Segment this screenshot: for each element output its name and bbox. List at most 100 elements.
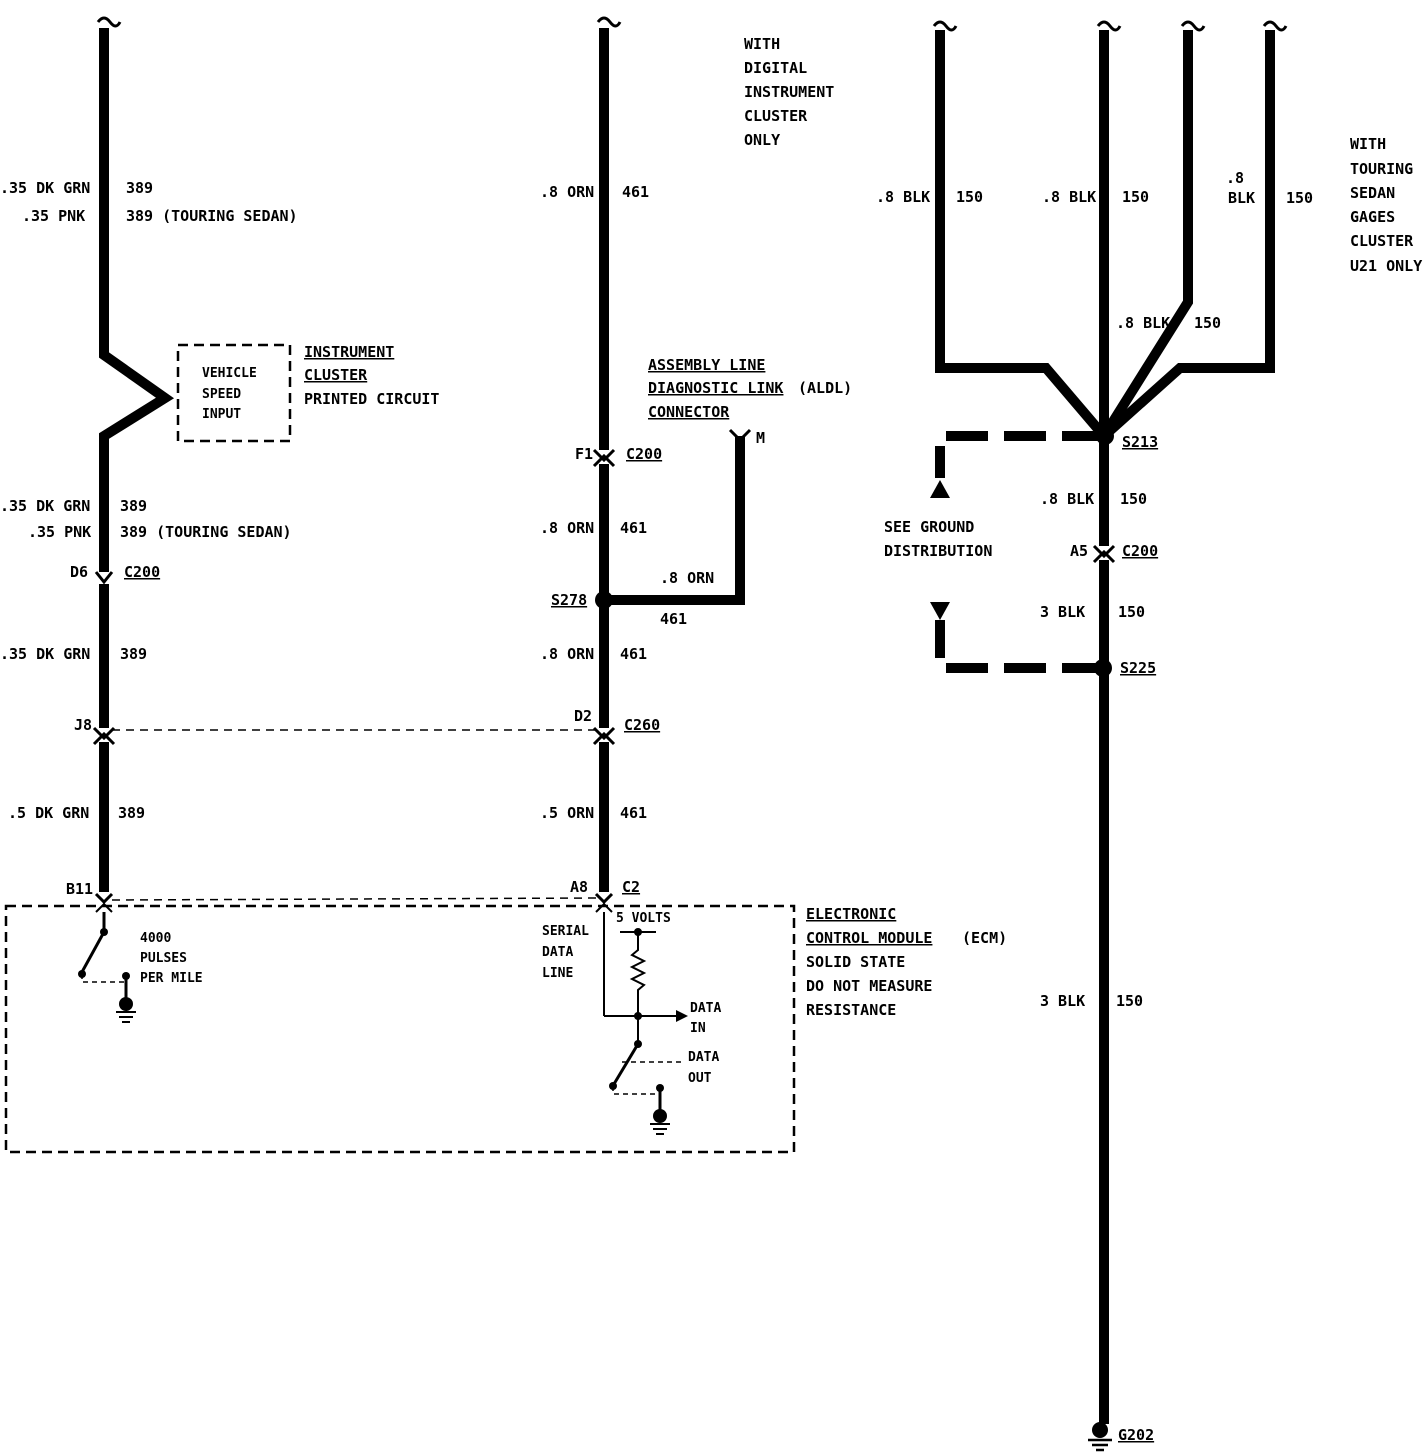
note-touring-gages: U21 ONLY <box>1350 257 1422 275</box>
pulses-label-2: PULSES <box>140 951 187 966</box>
wire-gauge-label: .35 DK GRN <box>0 645 90 663</box>
data-out-label-2: OUT <box>688 1071 712 1086</box>
connector-c260-middle-icon <box>592 726 616 741</box>
aldl-connector-icon <box>728 428 752 443</box>
connector-c2-icon <box>594 892 614 905</box>
wire-gauge-label: .35 PNK <box>22 207 85 225</box>
splice-s278-icon <box>595 591 613 609</box>
wire-gauge-label: .35 DK GRN <box>0 497 90 515</box>
splice-s213-icon <box>1096 427 1114 445</box>
splice-label: S225 <box>1120 659 1156 677</box>
wire-gauge-label: .8 BLK <box>1116 314 1170 332</box>
wire-break-icon <box>932 20 958 32</box>
wire-circuit-label: 389 (TOURING SEDAN) <box>126 207 298 225</box>
connector-label: C200 <box>1122 542 1158 560</box>
connector-pin-label: D2 <box>574 707 592 725</box>
ecm-label-1: ELECTRONIC <box>806 905 896 923</box>
note-digital-cluster: WITH <box>744 35 780 53</box>
vehicle-speed-input-box <box>176 343 292 443</box>
wire-break-icon <box>96 16 122 28</box>
wire-circuit-label: 150 <box>956 188 983 206</box>
wire-gauge-label: .8 ORN <box>540 183 594 201</box>
note-touring-gages: CLUSTER <box>1350 232 1414 250</box>
aldl-label-3: (ALDL) <box>798 379 852 397</box>
wire-gauge-label: .8 ORN <box>540 645 594 663</box>
wire-circuit-label: 461 <box>620 804 647 822</box>
wire-gauge-label: .8 <box>1226 169 1244 187</box>
wire-circuit-label: 461 <box>620 519 647 537</box>
instrument-cluster-label-2: CLUSTER <box>304 366 368 384</box>
connector-pin-label: F1 <box>575 445 593 463</box>
five-volts-label: 5 VOLTS <box>616 911 671 926</box>
serial-data-label-3: LINE <box>542 966 573 981</box>
wire-gauge-label: .8 BLK <box>1042 188 1096 206</box>
connector-label: C200 <box>626 445 662 463</box>
data-in-label-2: IN <box>690 1021 706 1036</box>
wire-circuit-label: 389 (TOURING SEDAN) <box>120 523 292 541</box>
note-digital-cluster: ONLY <box>744 131 780 149</box>
serial-data-circuit <box>603 912 688 1135</box>
connector-pin-label: B11 <box>66 880 93 898</box>
data-in-arrow-icon <box>676 1010 688 1022</box>
wire-circuit-label: 150 <box>1286 189 1313 207</box>
connector-pin-label: A8 <box>570 878 588 896</box>
instrument-cluster-label-1: INSTRUMENT <box>304 343 394 361</box>
connector-pin-label: J8 <box>74 716 92 734</box>
aldl-label-1: ASSEMBLY LINE <box>648 356 765 374</box>
wire-break-icon <box>596 16 622 28</box>
wire-gauge-label: .8 BLK <box>876 188 930 206</box>
wire-circuit-label: 150 <box>1118 603 1145 621</box>
note-touring-gages: WITH <box>1350 135 1386 153</box>
note-digital-cluster: DIGITAL <box>744 59 807 77</box>
wire-circuit-label: 389 <box>120 497 147 515</box>
ground-ref-label-2: DISTRIBUTION <box>884 542 992 560</box>
ground-ref-arrow-down-icon <box>930 602 950 620</box>
pulse-generator-switch <box>78 912 136 1023</box>
data-out-label-1: DATA <box>688 1050 719 1065</box>
connector-label: C2 <box>622 878 640 896</box>
wire-circuit-label: 461 <box>660 610 687 628</box>
ecm-label-3: (ECM) <box>962 929 1007 947</box>
note-touring-gages: GAGES <box>1350 208 1395 226</box>
ecm-label-2: CONTROL MODULE <box>806 929 932 947</box>
splice-label: S278 <box>551 591 587 609</box>
wire-circuit-label: 461 <box>620 645 647 663</box>
ground-g202-icon <box>1088 1422 1112 1452</box>
ecm-connector-shell <box>111 897 601 901</box>
instrument-cluster-label-3: PRINTED CIRCUIT <box>304 390 439 408</box>
connector-c260-left-icon <box>92 726 116 741</box>
wire-circuit-label: 389 <box>118 804 145 822</box>
note-digital-cluster: CLUSTER <box>744 107 808 125</box>
wire-gauge-label: 3 BLK <box>1040 992 1085 1010</box>
connector-pin-label: A5 <box>1070 542 1088 560</box>
circuit-389-wire <box>96 16 175 892</box>
connector-b11-icon <box>94 892 114 905</box>
pulses-label-1: 4000 <box>140 931 171 946</box>
note-digital-cluster: INSTRUMENT <box>744 83 834 101</box>
ground-ref-label-1: SEE GROUND <box>884 518 974 536</box>
serial-data-label-1: SERIAL <box>542 924 589 939</box>
vsi-label-2: SPEED <box>202 387 241 402</box>
circuit-461-wire <box>596 16 745 892</box>
ecm-box <box>4 904 796 1154</box>
ground-ref-arrow-up-icon <box>930 480 950 498</box>
circuit-150-wire <box>932 20 1288 1424</box>
aldl-pin-label: M <box>756 429 765 447</box>
vsi-label-1: VEHICLE <box>202 366 257 381</box>
wire-circuit-label: 389 <box>126 179 153 197</box>
splice-label: S213 <box>1122 433 1158 451</box>
wire-gauge-label: .5 ORN <box>540 804 594 822</box>
serial-data-label-2: DATA <box>542 945 573 960</box>
ecm-label-5: DO NOT MEASURE <box>806 977 932 995</box>
connector-pin-label: D6 <box>70 563 88 581</box>
resistor-icon <box>629 932 647 1016</box>
note-touring-gages: SEDAN <box>1350 184 1395 202</box>
ecm-label-6: RESISTANCE <box>806 1001 896 1019</box>
connector-c200-right-icon <box>1092 544 1116 559</box>
splice-s225-icon <box>1094 659 1112 677</box>
wire-gauge-label: .5 DK GRN <box>8 804 89 822</box>
wire-gauge-label: .35 DK GRN <box>0 179 90 197</box>
wire-circuit-label: 461 <box>622 183 649 201</box>
note-touring-gages: TOURING <box>1350 160 1413 178</box>
